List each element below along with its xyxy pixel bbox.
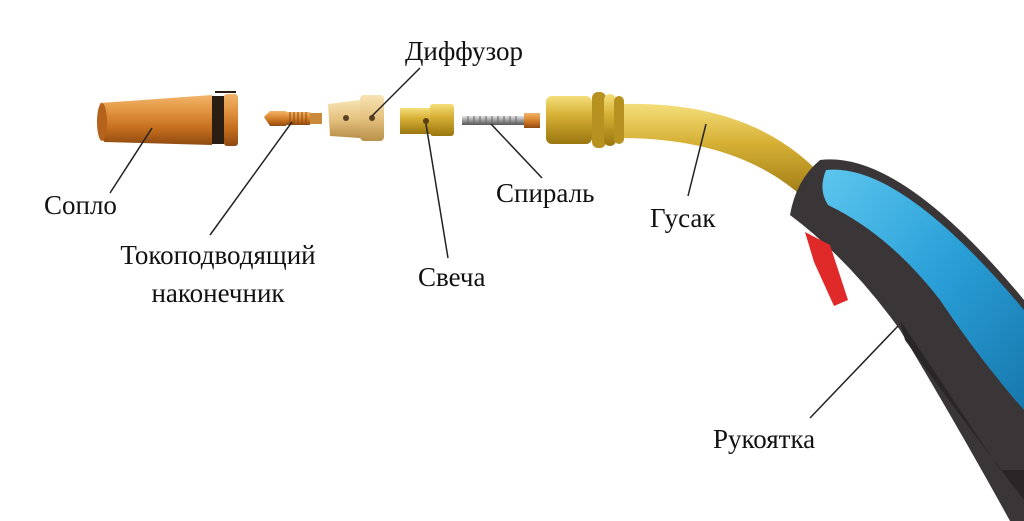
contact-tip-leader	[209, 121, 293, 236]
spark-plug-label: Свеча	[418, 262, 486, 292]
handle-leader	[809, 325, 899, 419]
diffuser-part	[328, 95, 384, 141]
spark-plug-leader	[425, 123, 449, 259]
contact-tip-label: Токоподводящий наконечник	[98, 240, 338, 308]
spiral-leader	[490, 123, 543, 179]
contact-tip-label-line1: Токоподводящий	[120, 240, 316, 270]
diffuser-leader	[371, 67, 421, 117]
contact-tip-part	[264, 111, 322, 126]
nozzle-part	[97, 91, 238, 146]
handle-label: Рукоятка	[713, 424, 816, 454]
handle-part	[790, 159, 1024, 521]
nozzle-leader	[109, 127, 153, 194]
spiral-label: Спираль	[496, 178, 595, 208]
spiral-part	[462, 113, 540, 128]
contact-tip-label-line2: наконечник	[151, 278, 285, 308]
gooseneck-label: Гусак	[650, 203, 716, 233]
gooseneck-leader	[687, 123, 707, 197]
gooseneck-part	[546, 92, 830, 202]
nozzle-label: Сопло	[44, 190, 117, 220]
leader-lines	[109, 67, 899, 419]
diffuser-label: Диффузор	[405, 36, 524, 66]
spark-plug-part	[400, 104, 454, 136]
